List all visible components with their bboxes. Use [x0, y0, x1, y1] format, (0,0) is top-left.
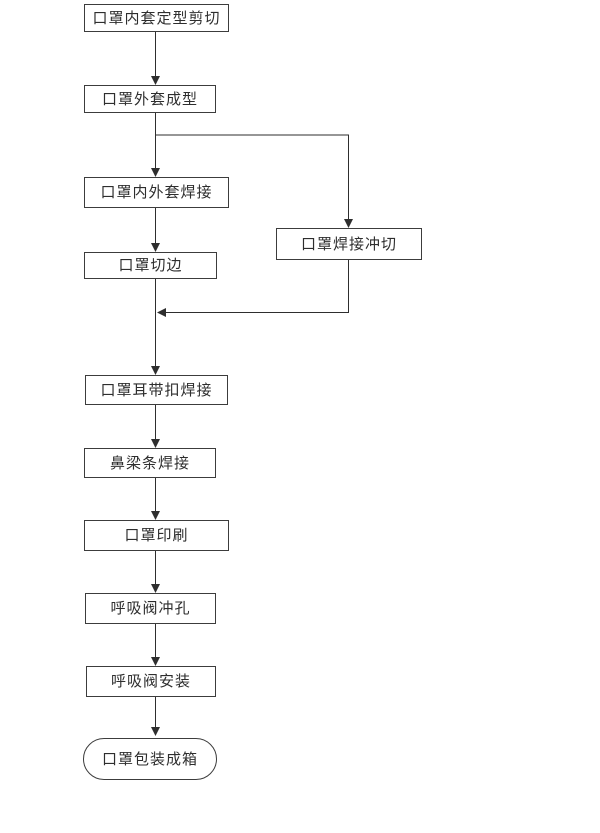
node-mask-printing: 口罩印刷: [84, 520, 229, 551]
arrowhead-left-icon: [157, 308, 166, 317]
edge-punch-cut-return: [166, 260, 349, 313]
node-nose-bridge-welding: 鼻梁条焊接: [84, 448, 216, 478]
arrowhead-down-icon: [151, 584, 160, 593]
node-valve-punching: 呼吸阀冲孔: [85, 593, 216, 624]
edge-outer-forming-to-punch-cut: [155, 134, 349, 220]
arrowhead-down-icon: [151, 366, 160, 375]
node-packing-into-boxes: 口罩包装成箱: [83, 738, 217, 780]
arrowhead-down-icon: [151, 657, 160, 666]
arrowhead-down-icon: [151, 727, 160, 736]
node-edge-trimming: 口罩切边: [84, 252, 217, 279]
node-outer-forming: 口罩外套成型: [84, 85, 216, 113]
arrowhead-down-icon: [151, 168, 160, 177]
arrowhead-down-icon: [151, 511, 160, 520]
node-ear-strap-welding: 口罩耳带扣焊接: [85, 375, 228, 405]
node-inner-shaping-cut: 口罩内套定型剪切: [84, 4, 229, 32]
node-inner-outer-welding: 口罩内外套焊接: [84, 177, 229, 208]
node-welding-punch-cut: 口罩焊接冲切: [276, 228, 422, 260]
arrowhead-down-icon: [344, 219, 353, 228]
arrowhead-down-icon: [151, 76, 160, 85]
arrowhead-down-icon: [151, 243, 160, 252]
node-valve-installation: 呼吸阀安装: [86, 666, 216, 697]
arrowhead-down-icon: [151, 439, 160, 448]
